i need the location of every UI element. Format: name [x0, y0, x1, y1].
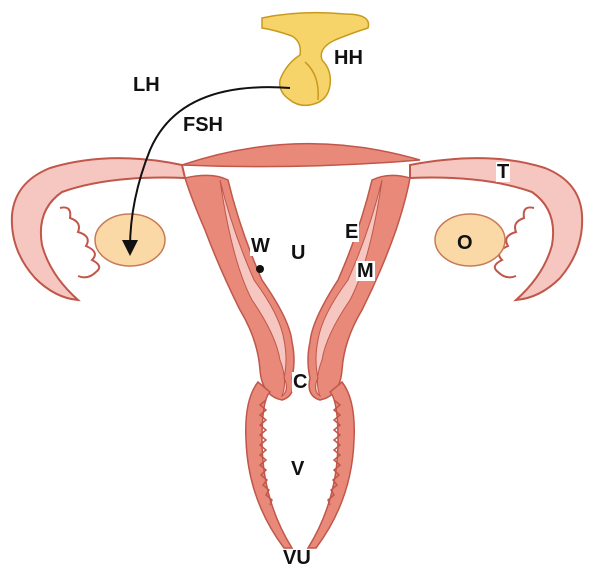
- vagina-right-wall: [308, 382, 354, 548]
- label-v: V: [291, 459, 304, 479]
- implantation-site-dot: [256, 265, 264, 273]
- label-u: U: [291, 243, 305, 263]
- label-fsh: FSH: [183, 115, 223, 135]
- label-e: E: [344, 222, 359, 242]
- uterine-fundus: [182, 144, 420, 167]
- right-uterine-wall: [308, 175, 410, 400]
- label-c: C: [292, 372, 308, 392]
- label-o: O: [457, 233, 473, 253]
- label-m: M: [356, 261, 375, 281]
- label-w: W: [250, 236, 271, 256]
- label-vu: VU: [283, 548, 311, 568]
- left-uterine-wall: [185, 175, 294, 400]
- label-hh: HH: [334, 48, 363, 68]
- label-t: T: [496, 162, 510, 182]
- label-lh: LH: [133, 75, 160, 95]
- vagina-left-wall: [246, 382, 292, 548]
- left-tube-fimbriae: [60, 207, 99, 277]
